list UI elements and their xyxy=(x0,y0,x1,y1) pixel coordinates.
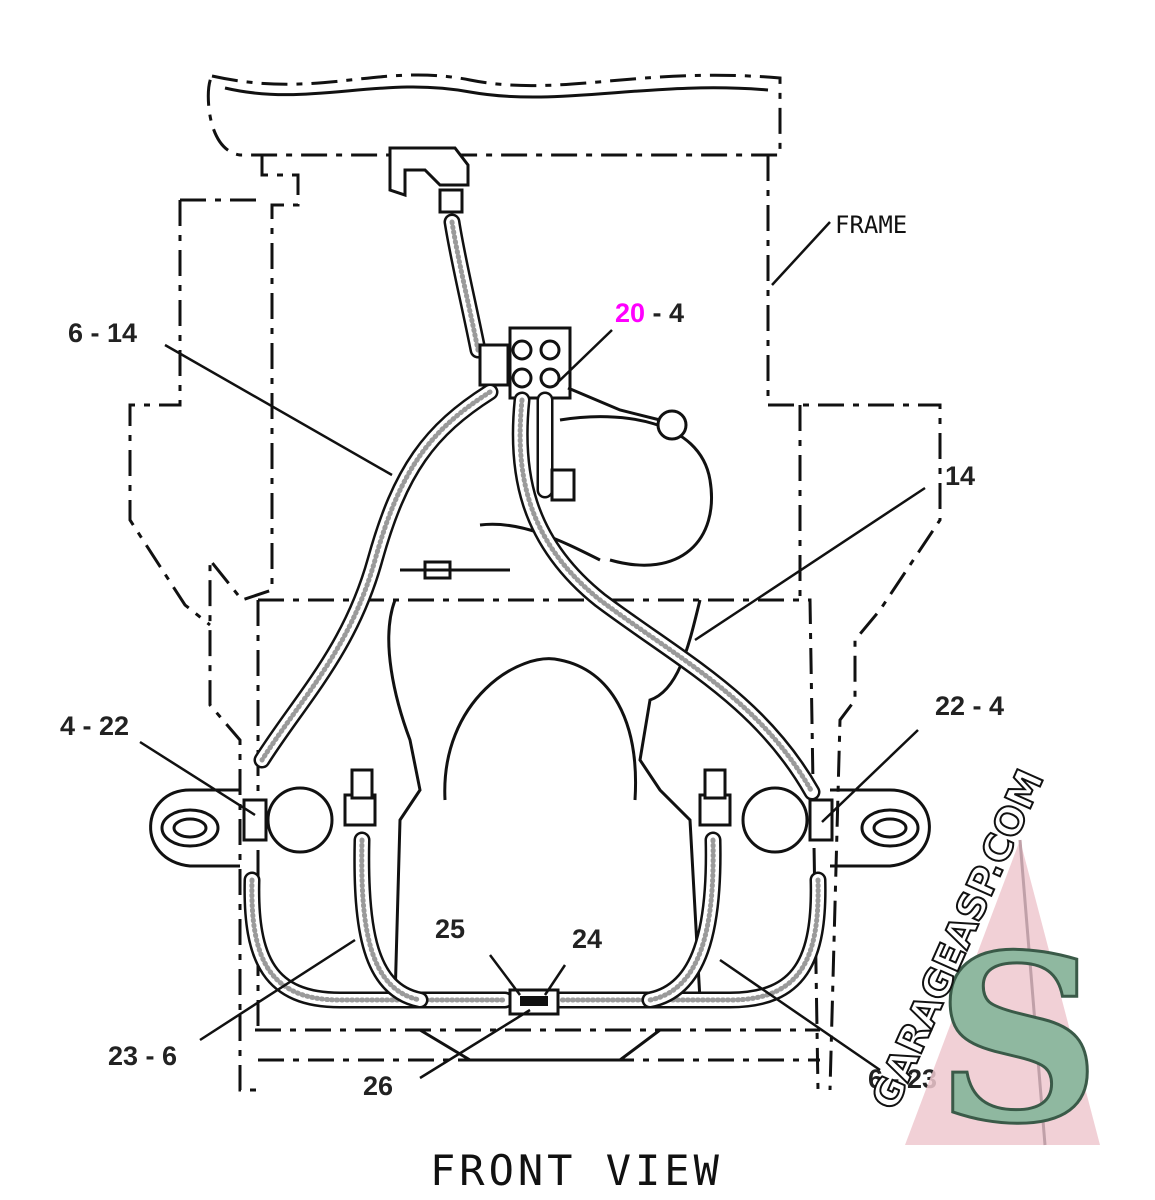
watermark-letter: S xyxy=(935,905,1101,1175)
central-housing xyxy=(387,415,713,1062)
label-4-22: 4 - 22 xyxy=(60,711,129,741)
hose-6-14 xyxy=(253,383,499,769)
leader-lines xyxy=(139,221,926,1080)
label-frame: FRAME xyxy=(835,211,907,239)
valve-block xyxy=(478,326,688,441)
label-20-4-highlight: 20 xyxy=(615,298,645,328)
label-6-23: 6 - 23 xyxy=(868,1064,937,1094)
label-23-6: 23 - 6 xyxy=(108,1041,177,1071)
top-frame xyxy=(206,73,782,157)
label-25: 25 xyxy=(435,914,465,944)
diagram-title: FRONT VIEW xyxy=(430,1146,723,1195)
watermark-logo: S GARAGEASP.COM xyxy=(862,762,1103,1177)
label-14: 14 xyxy=(945,461,975,491)
upper-fitting xyxy=(388,146,487,359)
inner-hose xyxy=(400,391,576,580)
right-mount xyxy=(698,768,931,868)
label-24: 24 xyxy=(572,924,602,954)
left-mount xyxy=(149,768,377,868)
label-20-4: 20 - 4 xyxy=(615,298,684,328)
label-20-4-rest: - 4 xyxy=(645,298,684,328)
label-22-4: 22 - 4 xyxy=(935,691,1004,721)
hose-14 xyxy=(511,391,821,801)
label-6-14: 6 - 14 xyxy=(68,318,137,348)
label-26: 26 xyxy=(363,1071,393,1101)
bottom-hoses xyxy=(243,831,827,1016)
